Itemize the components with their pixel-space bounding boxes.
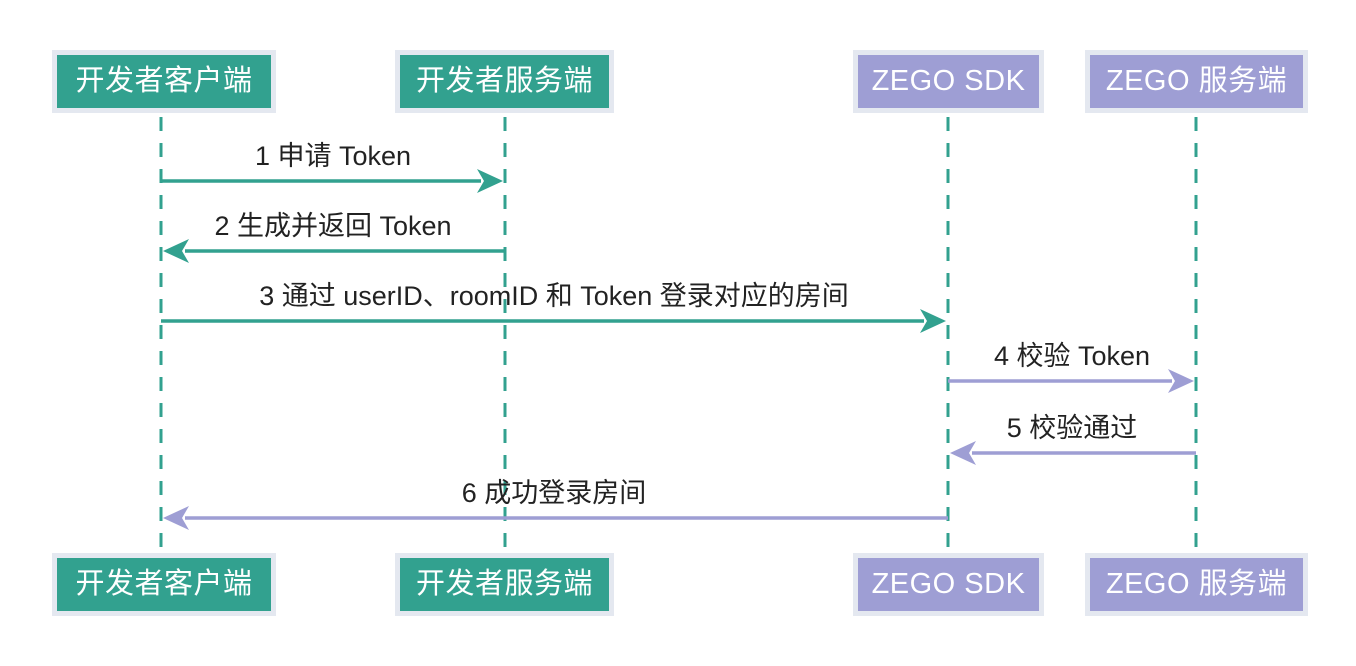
participant-label: 开发者服务端 — [415, 65, 593, 97]
message-label-4: 4 校验 Token — [993, 341, 1151, 371]
participant-bottom-zego-server[interactable]: ZEGO 服务端 — [1085, 553, 1308, 616]
message-arrowhead-1 — [477, 169, 503, 193]
message-arrow-6 — [163, 506, 948, 530]
message-label-1: 1 申请 Token — [254, 141, 412, 171]
participant-label: ZEGO 服务端 — [1105, 568, 1288, 600]
messages-layer — [161, 169, 1196, 530]
message-label-3: 3 通过 userID、roomID 和 Token 登录对应的房间 — [259, 281, 849, 311]
message-arrow-4 — [948, 369, 1194, 393]
participant-top-zego-server[interactable]: ZEGO 服务端 — [1085, 50, 1308, 113]
message-arrowhead-4 — [1168, 369, 1194, 393]
message-label-5: 5 校验通过 — [1006, 413, 1138, 443]
message-label-6: 6 成功登录房间 — [461, 478, 647, 508]
message-arrow-3 — [161, 309, 946, 333]
message-arrowhead-5 — [950, 441, 976, 465]
participant-label: 开发者客户端 — [75, 65, 253, 97]
message-arrow-1 — [161, 169, 503, 193]
participant-top-dev-server[interactable]: 开发者服务端 — [395, 50, 614, 113]
message-label-2: 2 生成并返回 Token — [214, 211, 452, 241]
message-arrowhead-2 — [163, 239, 189, 263]
participant-bottom-dev-client[interactable]: 开发者客户端 — [52, 553, 276, 616]
message-arrow-2 — [163, 239, 505, 263]
participant-label: 开发者客户端 — [75, 568, 253, 600]
participant-label: 开发者服务端 — [415, 568, 593, 600]
participant-label: ZEGO SDK — [871, 65, 1026, 97]
message-arrowhead-6 — [163, 506, 189, 530]
participant-label: ZEGO SDK — [871, 568, 1026, 600]
participant-top-dev-client[interactable]: 开发者客户端 — [52, 50, 276, 113]
message-arrow-5 — [950, 441, 1196, 465]
message-arrowhead-3 — [920, 309, 946, 333]
lifelines-layer — [159, 117, 1198, 549]
participant-bottom-dev-server[interactable]: 开发者服务端 — [395, 553, 614, 616]
participant-top-zego-sdk[interactable]: ZEGO SDK — [853, 50, 1044, 113]
participant-label: ZEGO 服务端 — [1105, 65, 1288, 97]
participant-bottom-zego-sdk[interactable]: ZEGO SDK — [853, 553, 1044, 616]
